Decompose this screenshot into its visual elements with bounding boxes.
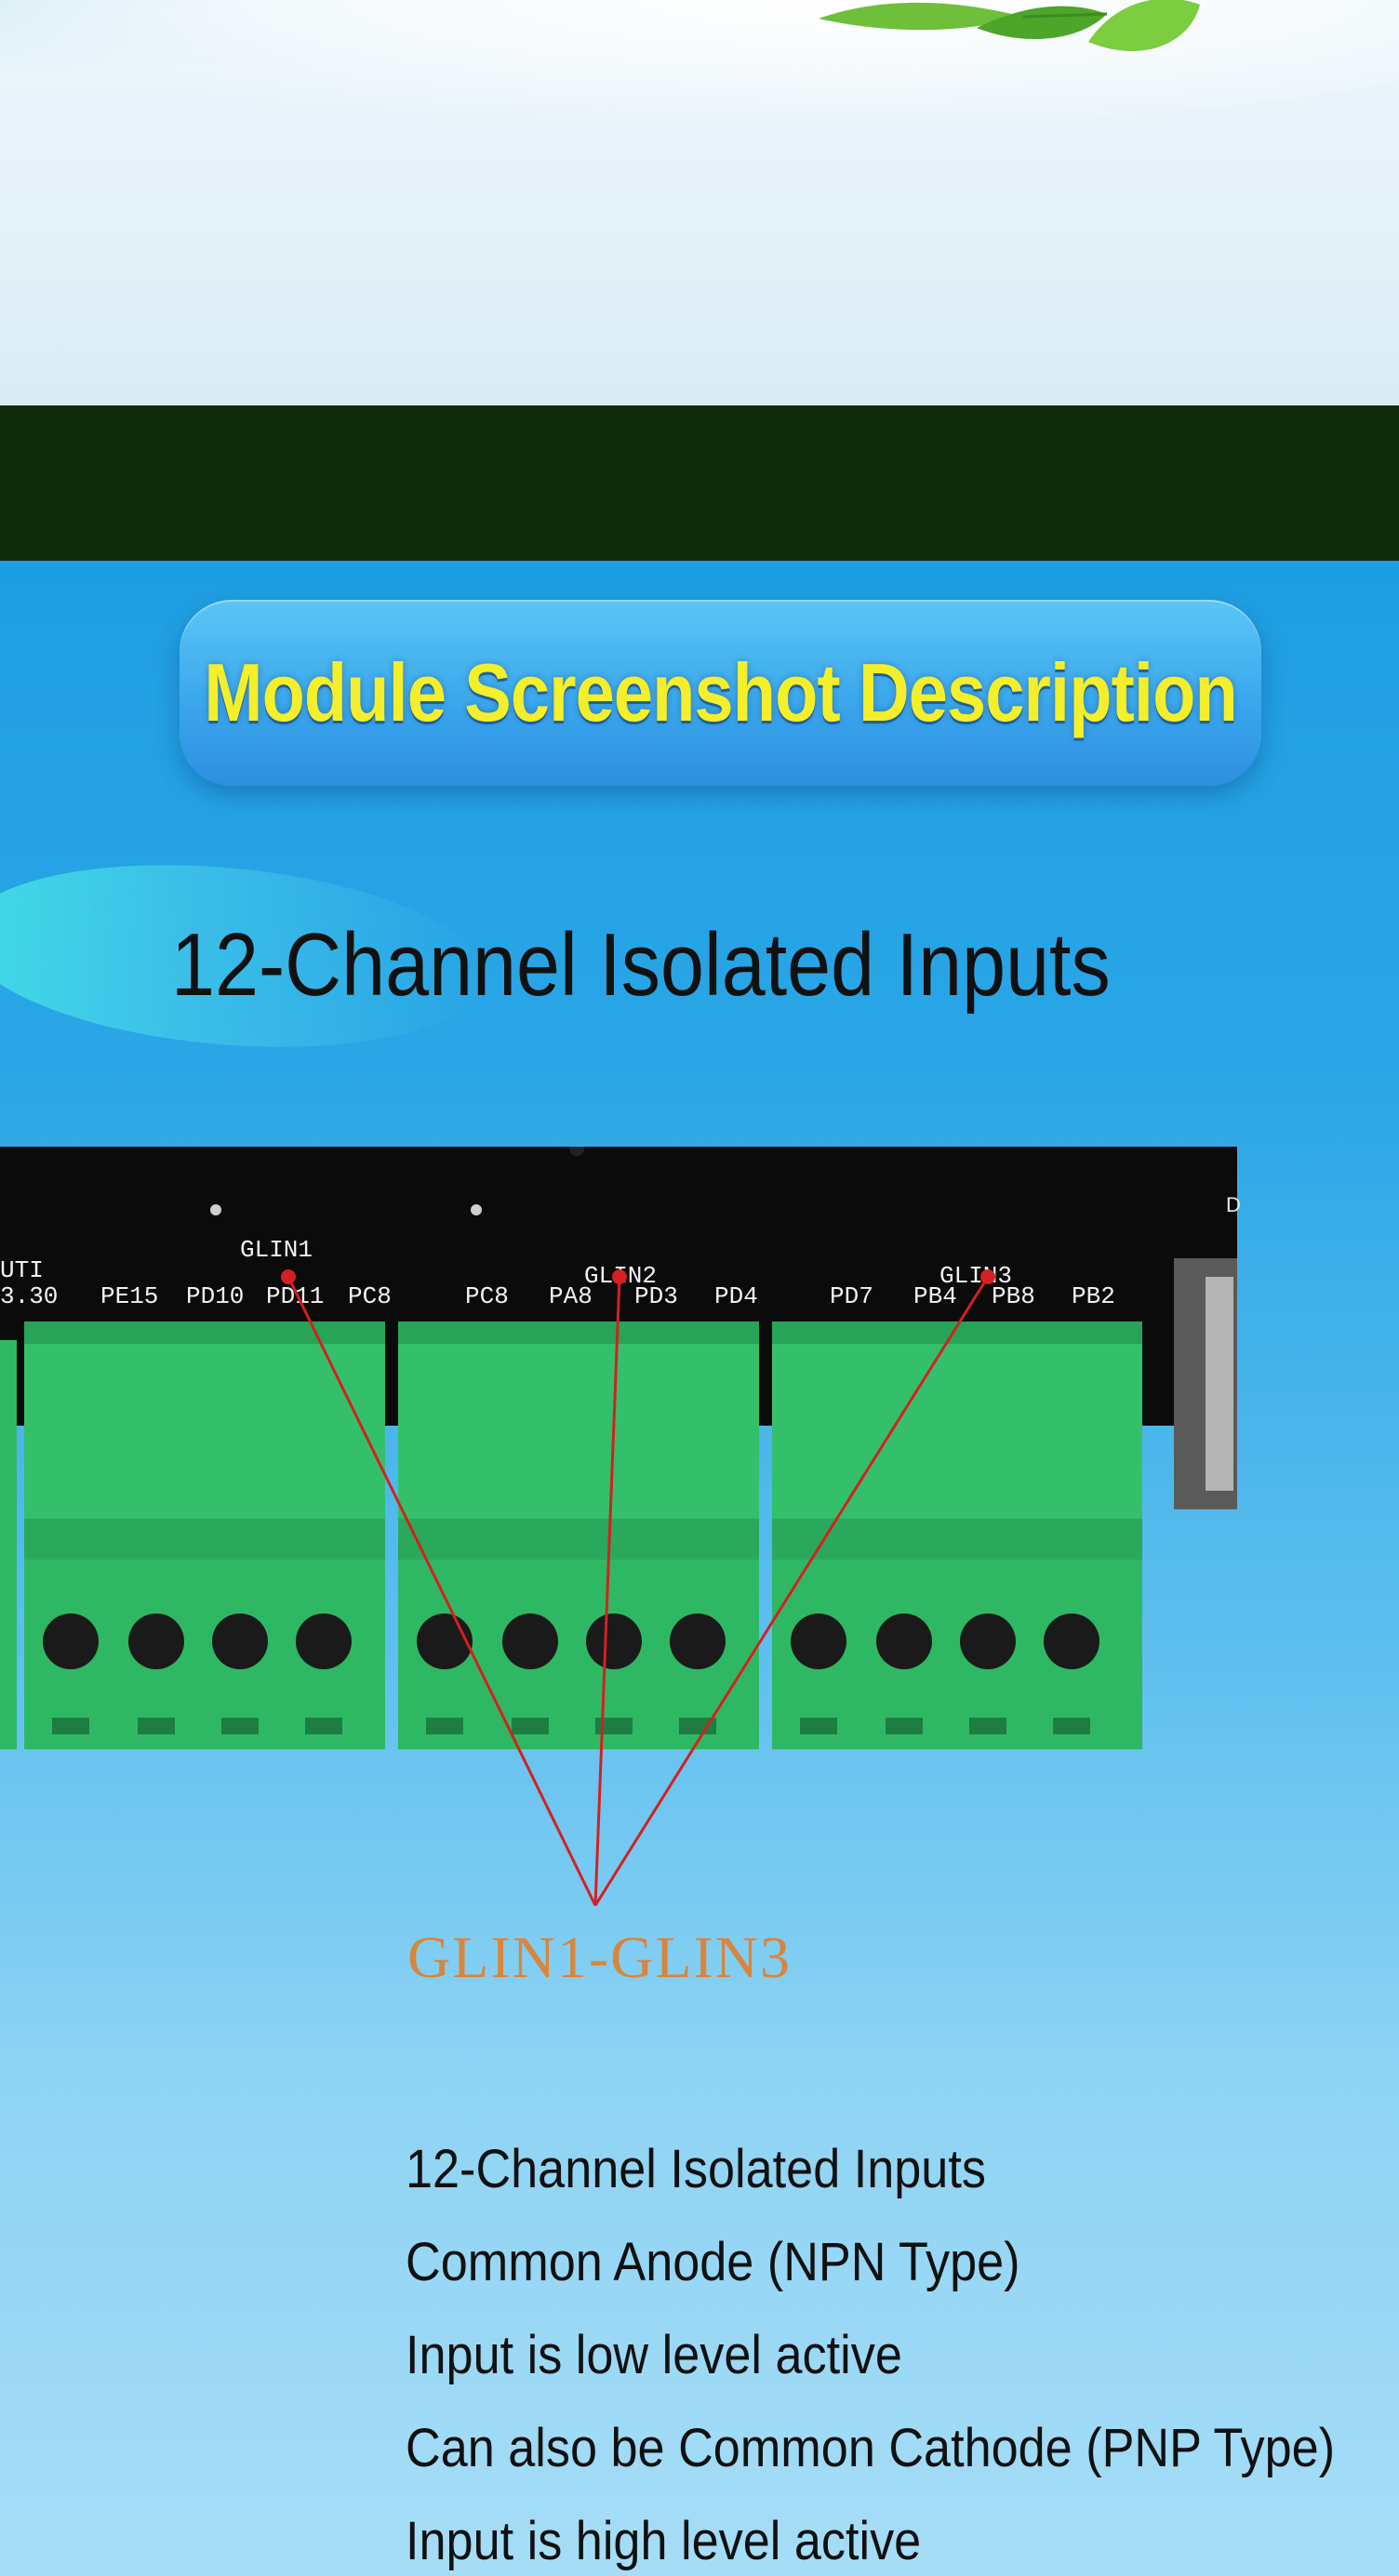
title-banner: Module Screenshot Description <box>180 600 1261 786</box>
annotation-caption: GLIN1-GLIN3 <box>407 1924 792 1990</box>
feature-item: Common Anode (NPN Type) <box>406 2232 1020 2292</box>
pin-label-pb4: PB4 <box>913 1282 957 1310</box>
divider-band <box>0 405 1399 561</box>
leaf-icon <box>819 0 1200 51</box>
pin-label-pc8-b: PC8 <box>465 1282 509 1310</box>
board-silkscreen: D <box>1226 1193 1241 1216</box>
feature-item: Input is low level active <box>406 2325 902 2385</box>
section-subtitle: 12-Channel Isolated Inputs <box>171 915 1111 1015</box>
feature-item: 12-Channel Isolated Inputs <box>406 2139 986 2199</box>
pin-label-pd3: PD3 <box>634 1282 678 1310</box>
board-via <box>471 1204 482 1215</box>
pin-label-pd4: PD4 <box>714 1282 758 1310</box>
annotation-line-glin1 <box>286 1276 597 1906</box>
main-panel: Module Screenshot Description 12-Channel… <box>0 561 1399 2576</box>
pin-label-pa8: PA8 <box>549 1282 593 1310</box>
pin-label-pb8: PB8 <box>992 1282 1035 1310</box>
pin-label-pd11: PD11 <box>266 1282 324 1310</box>
feature-item: Can also be Common Cathode (PNP Type) <box>406 2418 1336 2478</box>
feature-item: Input is high level active <box>406 2511 922 2571</box>
terminal-block-2 <box>398 1321 759 1749</box>
pin-label-pe15: PE15 <box>100 1282 158 1310</box>
pin-label-330: 3.30 <box>0 1282 58 1310</box>
pin-label-pb2: PB2 <box>1072 1282 1115 1310</box>
pin-label-uti: UTI <box>0 1256 44 1284</box>
top-banner <box>0 0 1399 405</box>
usb-connector-body <box>1206 1277 1233 1491</box>
page-title: Module Screenshot Description <box>204 646 1237 738</box>
terminal-block-1 <box>24 1321 385 1749</box>
annotation-lines <box>286 1276 990 1906</box>
pin-label-pd7: PD7 <box>830 1282 873 1310</box>
annotation-line-glin3 <box>593 1276 990 1906</box>
board-via <box>210 1204 221 1215</box>
pin-label-pd10: PD10 <box>186 1282 244 1310</box>
group-label-glin3: GLIN3 <box>939 1262 1012 1290</box>
annotation-line-glin2 <box>593 1276 621 1906</box>
group-label-glin1: GLIN1 <box>240 1236 313 1264</box>
feature-list: 12-Channel Isolated Inputs Common Anode … <box>406 2123 1392 2576</box>
board-mounting-hole <box>569 1147 584 1156</box>
terminal-block-left-edge <box>0 1340 17 1749</box>
pin-label-pc8-a: PC8 <box>348 1282 392 1310</box>
